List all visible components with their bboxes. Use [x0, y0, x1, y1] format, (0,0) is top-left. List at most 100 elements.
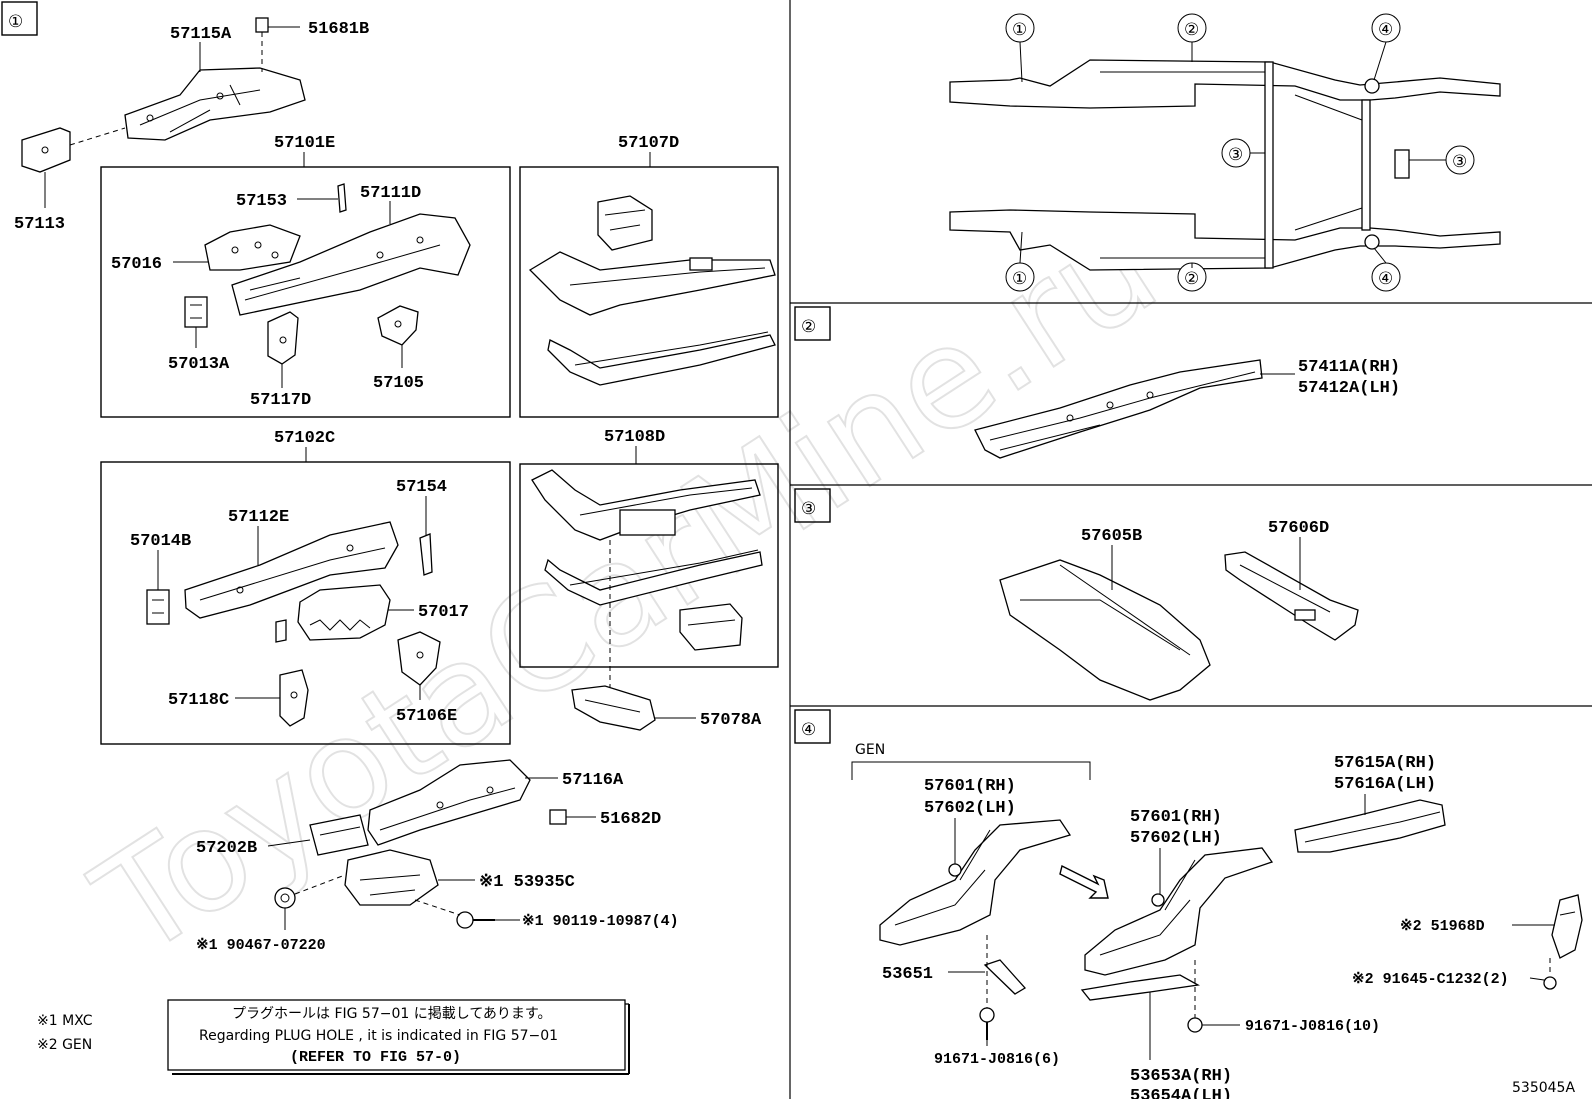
part-91671-bolt-10: [1187, 1017, 1240, 1033]
part-57106E: [397, 631, 441, 686]
label-57014B: 57014B: [130, 532, 191, 551]
label-57117D: 57117D: [250, 391, 311, 410]
label-91671-J0816-10: 91671-J0816(10): [1245, 1018, 1380, 1035]
label-gen: GEN: [855, 742, 885, 758]
part-57105: [377, 305, 419, 346]
part-57108D-rail: [531, 469, 761, 541]
part-57411A: [974, 359, 1263, 459]
label-57601-mxc: 57601(RH): [1130, 808, 1222, 827]
svg-text:①: ①: [8, 12, 23, 32]
label-57118C: 57118C: [168, 691, 229, 710]
part-57601-mxc: [1084, 847, 1274, 976]
label-57017: 57017: [418, 603, 469, 622]
part-53653A: [1080, 974, 1200, 1001]
section-tag-2: ②: [794, 306, 831, 341]
label-53651: 53651: [882, 965, 933, 984]
plug-hole-note: プラグホールは FIG 57−01 に掲載してあります。 Regarding P…: [167, 999, 630, 1075]
callout-2-bottom: ②: [1177, 262, 1207, 292]
label-57105: 57105: [373, 374, 424, 393]
label-57601-gen: 57601(RH): [924, 777, 1016, 796]
part-57111D: [231, 213, 471, 316]
legend-gen: ※2 GEN: [37, 1037, 92, 1053]
label-51681B: 51681B: [308, 20, 369, 39]
part-57116A: [367, 759, 531, 846]
label-90467-07220: ※1 90467-07220: [196, 937, 326, 954]
group-box-57102C: [100, 461, 511, 745]
svg-text:②: ②: [1184, 20, 1199, 40]
label-57116A: 57116A: [562, 771, 624, 790]
svg-text:③: ③: [801, 499, 816, 519]
part-57115A: [124, 67, 306, 141]
label-51968D: ※2 51968D: [1400, 918, 1485, 935]
label-91645-C1232: ※2 91645-C1232(2): [1352, 971, 1509, 988]
direction-arrow: [1059, 864, 1109, 899]
note-japanese: プラグホールは FIG 57−01 に掲載してあります。: [232, 1006, 552, 1022]
section-tag-1: ①: [1, 1, 38, 36]
group-box-57108D: [519, 463, 779, 668]
label-57108D: 57108D: [604, 428, 665, 447]
callout-3-left: ③: [1221, 138, 1251, 168]
svg-text:③: ③: [1228, 145, 1243, 165]
group-box-57101E: [100, 166, 511, 418]
part-57016: [204, 224, 301, 271]
label-57112E: 57112E: [228, 508, 289, 527]
label-57115A: 57115A: [170, 25, 232, 44]
part-57153: [337, 183, 347, 213]
label-57101E: 57101E: [274, 134, 335, 153]
section-tag-4: ④: [794, 709, 831, 744]
callout-2-top: ②: [1177, 13, 1207, 43]
svg-text:②: ②: [801, 317, 816, 337]
part-53651: [983, 959, 1027, 995]
frame-overview: [949, 59, 1501, 271]
label-51682D: 51682D: [600, 810, 661, 829]
label-57602-mxc: 57602(LH): [1130, 829, 1222, 848]
label-57078A: 57078A: [700, 711, 762, 730]
svg-text:②: ②: [1184, 269, 1199, 289]
part-57605B: [999, 559, 1211, 701]
label-57102C: 57102C: [274, 429, 335, 448]
part-57118C: [279, 669, 309, 727]
part-51968D: [1551, 894, 1583, 959]
label-57153: 57153: [236, 192, 287, 211]
svg-text:④: ④: [801, 720, 816, 740]
label-57616A: 57616A(LH): [1334, 775, 1436, 794]
part-57117D: [267, 311, 299, 365]
label-57113: 57113: [14, 215, 65, 234]
part-57601-gen: [879, 819, 1072, 946]
part-57013A: [184, 296, 208, 328]
label-57202B: 57202B: [196, 839, 257, 858]
label-53654A: 53654A(LH): [1130, 1087, 1232, 1099]
label-57106E: 57106E: [396, 707, 457, 726]
gen-bracket: [851, 761, 1091, 780]
group-box-57107D: [519, 166, 779, 418]
part-57108D-lower-rail: [544, 549, 763, 606]
label-57602-gen: 57602(LH): [924, 799, 1016, 818]
callout-3-right: ③: [1445, 145, 1475, 175]
part-57615A: [1294, 799, 1446, 853]
part-57202B: [309, 814, 369, 856]
label-57606D: 57606D: [1268, 519, 1329, 538]
part-57017: [297, 584, 391, 641]
part-57113: [21, 127, 71, 173]
svg-text:④: ④: [1378, 20, 1393, 40]
svg-text:③: ③: [1452, 152, 1467, 172]
part-51681B: [255, 17, 269, 33]
part-57154: [419, 533, 433, 576]
label-57154: 57154: [396, 478, 447, 497]
part-57107D-lower-rail: [547, 331, 776, 386]
part-53935C: [344, 849, 439, 906]
section-tag-3: ③: [794, 488, 831, 523]
label-57016: 57016: [111, 255, 162, 274]
label-53653A: 53653A(RH): [1130, 1067, 1232, 1086]
part-90119-bolt: [456, 911, 495, 929]
callout-4-bottom: ④: [1371, 262, 1401, 292]
part-51682D: [549, 809, 567, 825]
part-91671-bolt-6: [979, 1007, 995, 1040]
label-91671-J0816-6: 91671-J0816(6): [934, 1051, 1060, 1068]
part-57112E: [184, 521, 399, 619]
part-57017-clip: [275, 619, 287, 643]
part-57078A: [571, 685, 656, 731]
callout-1-bottom: ①: [1005, 262, 1035, 292]
part-57107D-bracket: [597, 195, 653, 251]
